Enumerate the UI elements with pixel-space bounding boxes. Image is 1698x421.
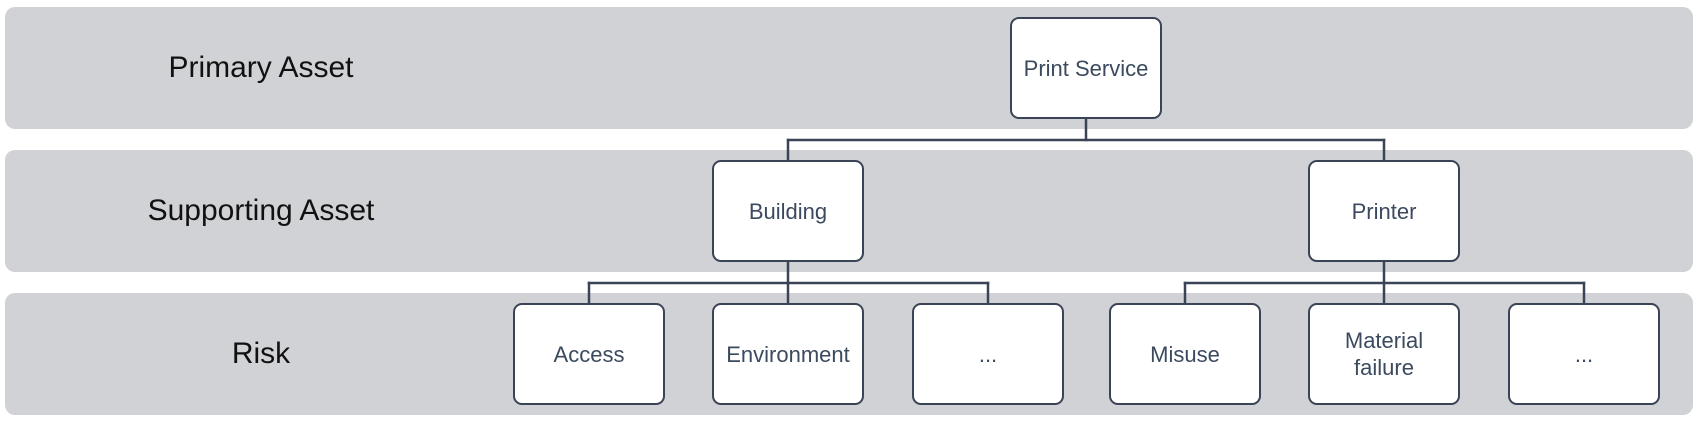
layer-label-supporting-asset: Supporting Asset xyxy=(147,194,375,227)
node-environment: Environment xyxy=(712,303,864,405)
layer-label-primary-asset: Primary Asset xyxy=(168,51,354,84)
node-misuse: Misuse xyxy=(1109,303,1261,405)
node-print-service: Print Service xyxy=(1010,17,1162,119)
layer-band-primary-asset: Primary Asset xyxy=(5,7,1693,129)
node-building: Building xyxy=(712,160,864,262)
layer-label-risk: Risk xyxy=(231,337,291,370)
node-printer-more: ... xyxy=(1508,303,1660,405)
node-printer: Printer xyxy=(1308,160,1460,262)
node-material-failure: Material failure xyxy=(1308,303,1460,405)
node-access: Access xyxy=(513,303,665,405)
node-building-more: ... xyxy=(912,303,1064,405)
